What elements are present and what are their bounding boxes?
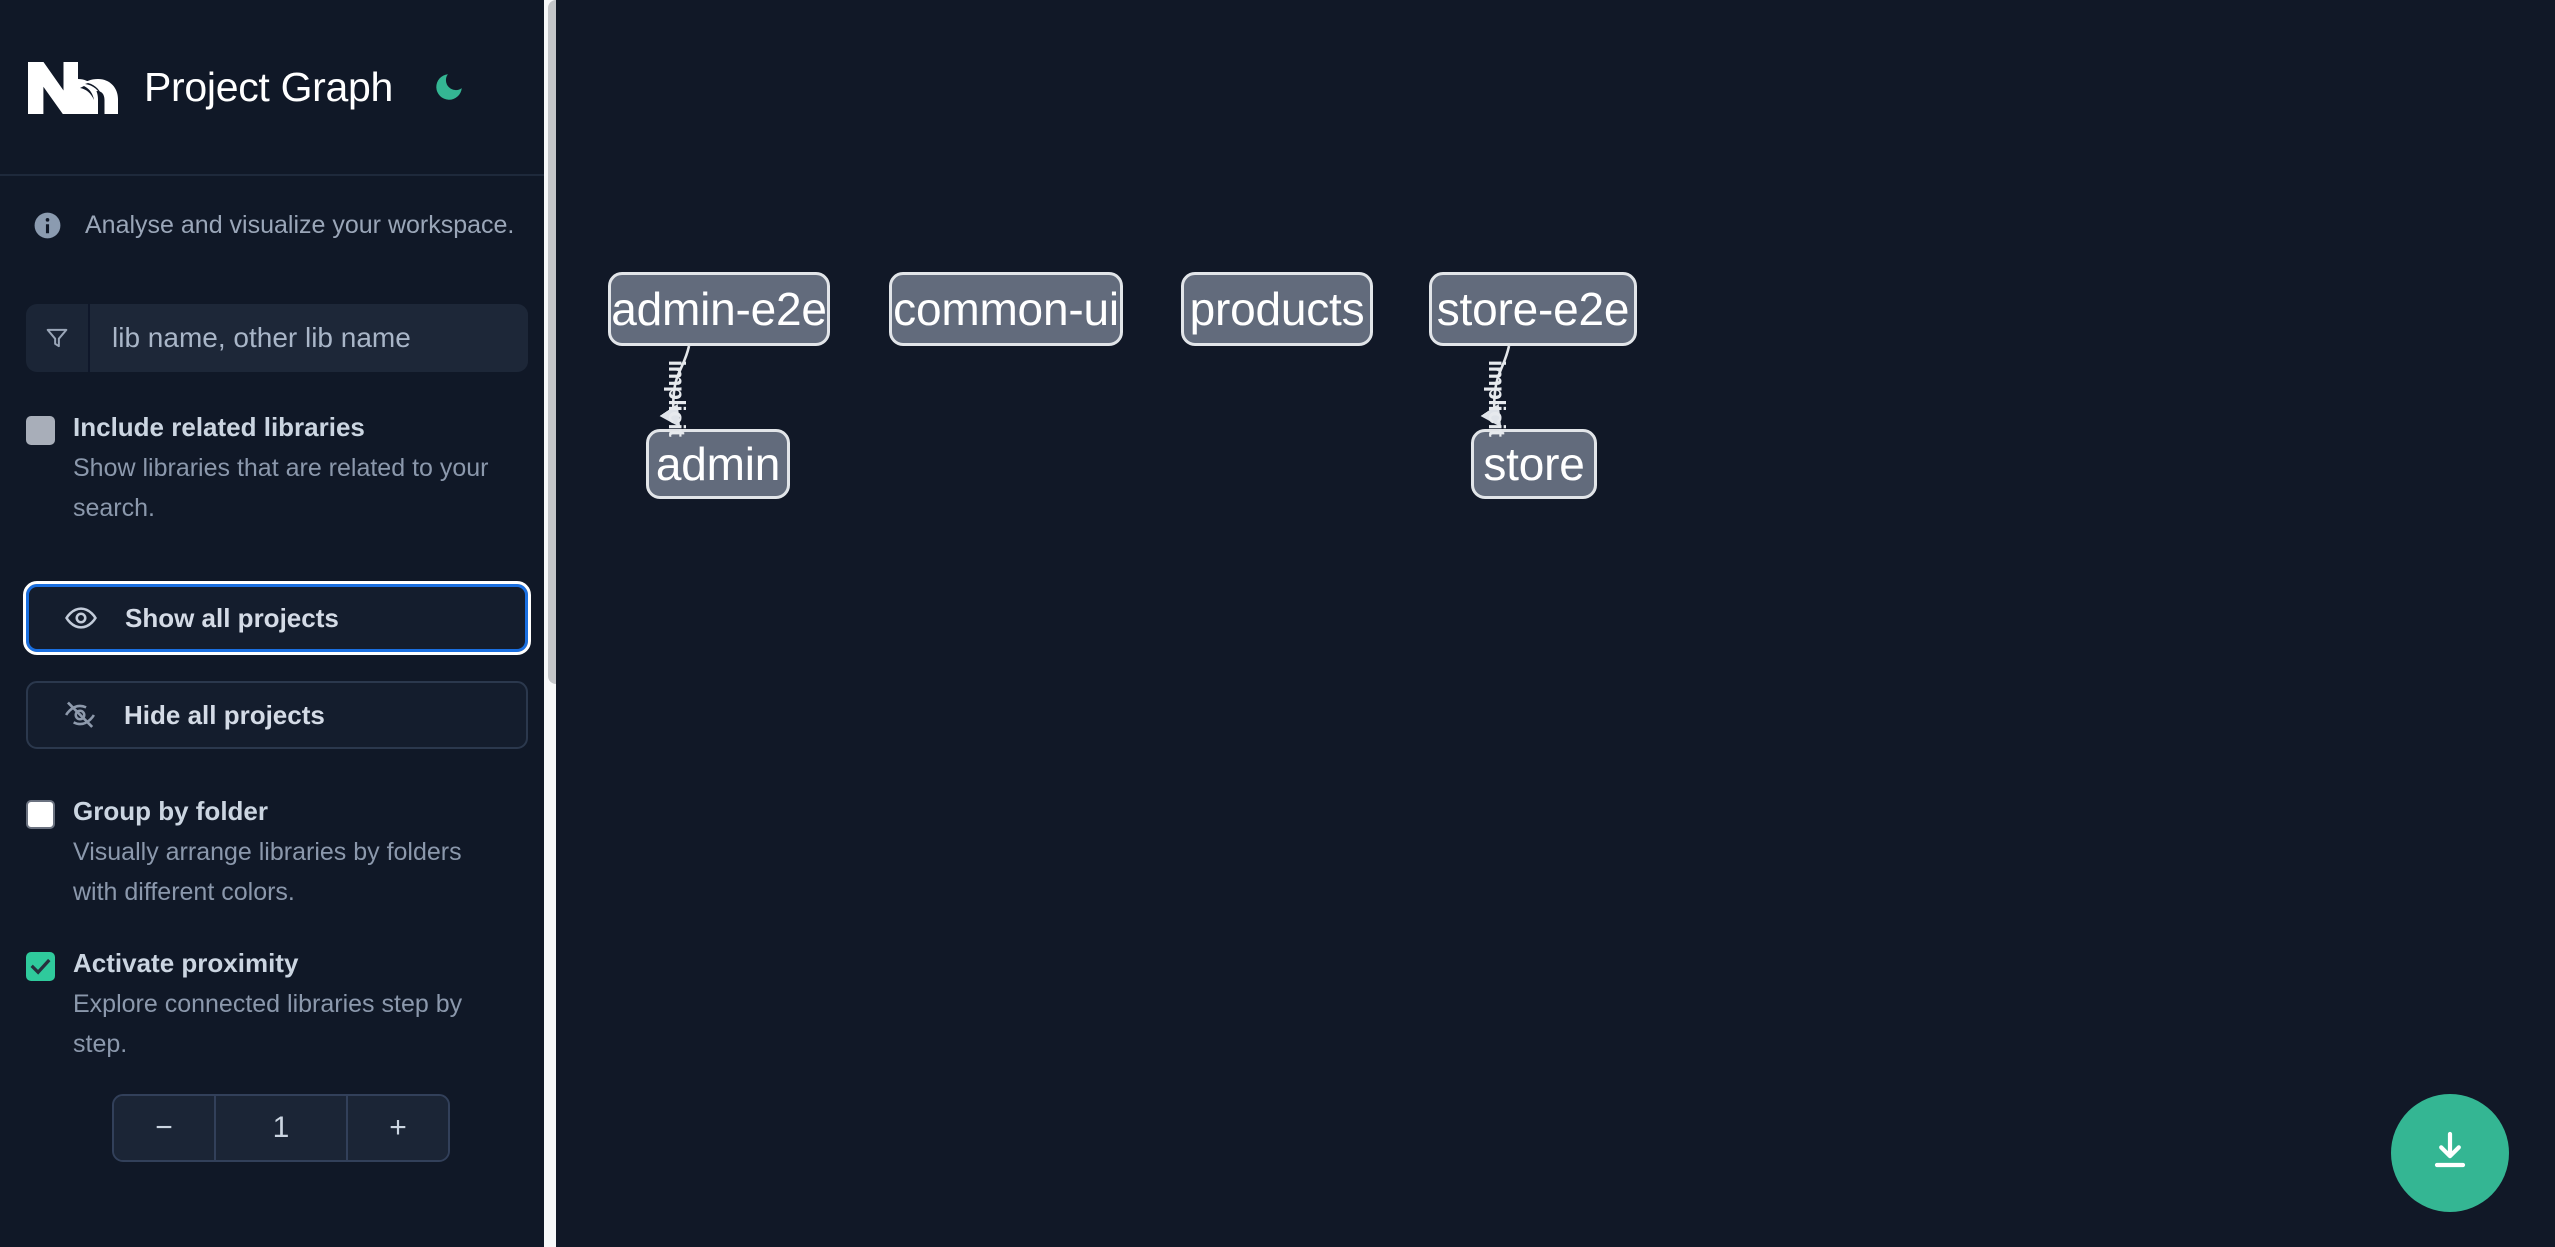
graph-node-products[interactable]: products	[1181, 272, 1373, 346]
activate-proximity-checkbox[interactable]	[26, 952, 55, 981]
node-label: store	[1483, 438, 1585, 490]
download-graph-button[interactable]	[2391, 1094, 2509, 1212]
workspace-info: Analyse and visualize your workspace.	[0, 176, 556, 241]
library-filter	[26, 304, 528, 372]
hide-all-projects-button[interactable]: Hide all projects	[26, 681, 528, 749]
option-description: Show libraries that are related to your …	[73, 454, 489, 522]
download-icon	[2426, 1127, 2474, 1180]
stepper-value: 1	[216, 1096, 346, 1160]
edge-label-admin-implicit: implicit	[664, 360, 690, 437]
option-description: Visually arrange libraries by folders wi…	[73, 838, 462, 906]
nx-logo-icon	[26, 56, 118, 118]
project-graph-canvas[interactable]: admin-e2e common-ui products store-e2e a…	[556, 0, 2555, 1247]
graph-node-store-e2e[interactable]: store-e2e	[1429, 272, 1637, 346]
eye-off-icon	[52, 698, 108, 732]
node-label: admin	[655, 438, 781, 490]
option-activate-proximity[interactable]: Activate proximity Explore connected lib…	[0, 946, 556, 1064]
eye-icon	[53, 601, 109, 635]
page-title: Project Graph	[144, 63, 394, 110]
node-label: admin-e2e	[611, 283, 827, 335]
sidebar: Project Graph Analyse and visualize your…	[0, 0, 556, 1247]
node-label: products	[1189, 283, 1365, 335]
option-include-related-libraries[interactable]: Include related libraries Show libraries…	[0, 410, 556, 528]
show-all-projects-button[interactable]: Show all projects	[23, 581, 531, 655]
option-title: Include related libraries	[73, 412, 365, 442]
option-group-by-folder[interactable]: Group by folder Visually arrange librari…	[0, 794, 556, 912]
option-title: Activate proximity	[73, 948, 299, 978]
info-circle-icon	[32, 210, 63, 241]
graph-node-admin-e2e[interactable]: admin-e2e	[608, 272, 830, 346]
graph-edges	[659, 345, 1511, 428]
moon-icon[interactable]	[427, 65, 471, 109]
node-label: store-e2e	[1436, 283, 1630, 335]
show-all-projects-label: Show all projects	[125, 602, 339, 633]
group-by-folder-checkbox[interactable]	[26, 800, 55, 829]
sidebar-scrollbar-thumb[interactable]	[548, 0, 556, 684]
graph-node-admin[interactable]: admin	[646, 429, 790, 499]
graph-node-common-ui[interactable]: common-ui	[889, 272, 1123, 346]
option-title: Group by folder	[73, 796, 268, 826]
stepper-decrement-button[interactable]: −	[114, 1096, 216, 1160]
node-label: common-ui	[893, 283, 1119, 335]
proximity-depth-stepper: − 1 +	[112, 1094, 450, 1162]
option-description: Explore connected libraries step by step…	[73, 990, 463, 1058]
include-related-libraries-checkbox[interactable]	[26, 416, 55, 445]
graph-node-store[interactable]: store	[1471, 429, 1597, 499]
hide-all-projects-label: Hide all projects	[124, 699, 325, 730]
stepper-increment-button[interactable]: +	[346, 1096, 448, 1160]
funnel-filter-icon	[26, 304, 90, 372]
edge-label-store-implicit: implicit	[1484, 360, 1510, 437]
search-input[interactable]	[90, 304, 528, 372]
hide-all-projects-row: Hide all projects	[0, 681, 556, 749]
show-all-projects-row: Show all projects	[0, 581, 556, 655]
workspace-info-text: Analyse and visualize your workspace.	[85, 210, 515, 239]
sidebar-header: Project Graph	[0, 0, 556, 176]
